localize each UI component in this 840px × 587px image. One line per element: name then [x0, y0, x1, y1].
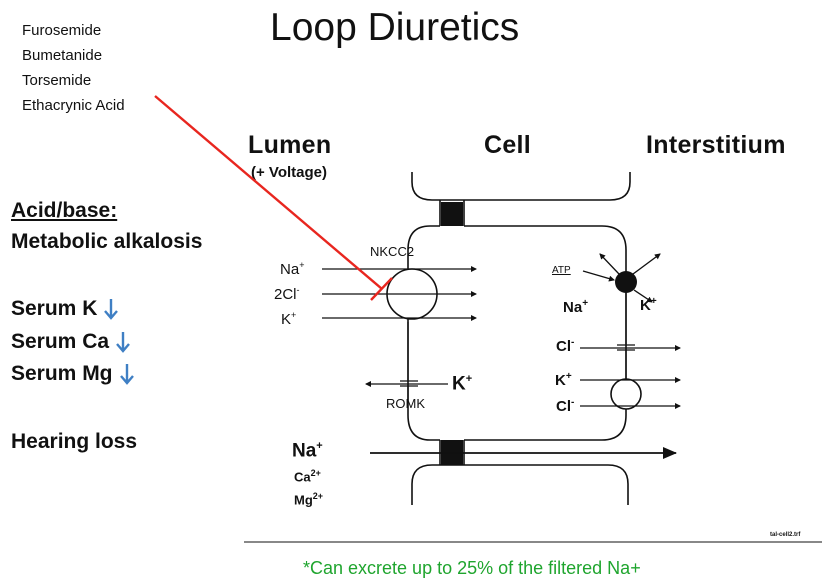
hearing-loss: Hearing loss — [11, 430, 138, 453]
serum-ca-label: Serum Ca — [11, 330, 110, 353]
lumen-header: Lumen — [248, 131, 332, 159]
serum-ca-row: Serum Ca — [11, 330, 131, 354]
basolateral-cl-channel — [580, 293, 681, 383]
baso-k-label: K+ — [555, 371, 572, 389]
footnote: *Can excrete up to 25% of the filtered N… — [303, 558, 641, 578]
romk-channel — [365, 322, 448, 400]
acid-base-value: Metabolic alkalosis — [11, 230, 203, 253]
inhibition-line — [154, 95, 393, 301]
tight-junction-top — [441, 202, 463, 226]
romk-label: ROMK — [386, 396, 425, 411]
drug-ethacrynic-acid: Ethacrynic Acid — [22, 97, 125, 114]
lumen-voltage-note: (+ Voltage) — [251, 164, 327, 181]
serum-k-label: Serum K — [11, 297, 98, 320]
para-ca-label: Ca2+ — [294, 468, 321, 485]
drug-furosemide: Furosemide — [22, 22, 102, 39]
para-mg-label: Mg2+ — [294, 491, 324, 508]
romk-k-label: K+ — [452, 373, 473, 395]
slide-title: Loop Diuretics — [270, 6, 520, 49]
serum-mg-row: Serum Mg — [11, 362, 135, 386]
drug-torsemide: Torsemide — [22, 72, 92, 89]
kcc-cotransporter — [610, 378, 642, 410]
pump-na-label: Na+ — [563, 298, 589, 316]
apical-na-label: Na+ — [280, 260, 305, 278]
kcc-flux-arrows — [580, 377, 681, 409]
down-arrow-icon — [116, 332, 130, 354]
interstitium-header: Interstitium — [646, 131, 786, 159]
cell-header: Cell — [484, 131, 532, 159]
pump-arrows — [582, 253, 661, 303]
file-reference: tal-cell2.trf — [770, 532, 801, 538]
nkcc2-flux-arrows — [322, 266, 477, 321]
para-na-label: Na+ — [292, 440, 323, 462]
down-arrow-icon — [104, 299, 119, 321]
acid-base-heading: Acid/base: — [11, 199, 118, 222]
apical-k-label: K+ — [281, 310, 297, 328]
baso-cl-label-2: Cl- — [556, 397, 575, 415]
down-arrow-icon — [119, 364, 134, 386]
nkcc2-label: NKCC2 — [370, 244, 415, 259]
drug-bumetanide: Bumetanide — [22, 47, 103, 64]
baso-cl-label-1: Cl- — [556, 337, 575, 355]
apical-2cl-label: 2Cl- — [274, 285, 300, 303]
serum-k-row: Serum K — [11, 297, 119, 321]
na-k-atpase-pump — [615, 271, 637, 293]
pump-k-label: K+ — [640, 296, 657, 314]
serum-mg-label: Serum Mg — [11, 362, 113, 385]
atp-label: ATP — [552, 265, 571, 276]
